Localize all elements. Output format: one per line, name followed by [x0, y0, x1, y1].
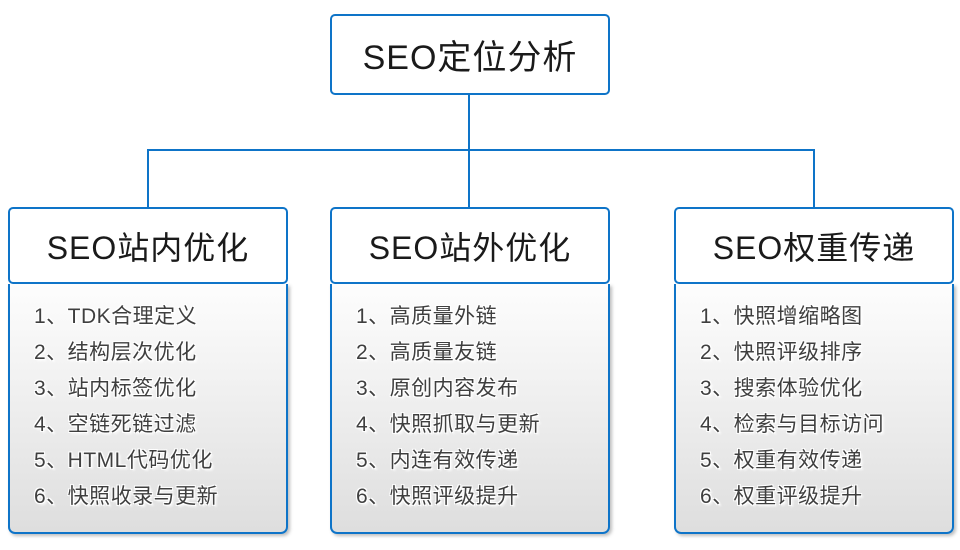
branch-item: 1、TDK合理定义	[34, 305, 198, 328]
branch-item: 4、快照抓取与更新	[356, 413, 541, 436]
branch-item: 3、搜索体验优化	[700, 377, 863, 400]
branch-onsite-list: 1、TDK合理定义 2、结构层次优化 3、站内标签优化 4、空链死链过滤 5、H…	[8, 284, 288, 534]
branch-item: 6、权重评级提升	[700, 485, 863, 508]
branch-onsite-header: SEO站内优化	[8, 207, 288, 284]
branch-offsite-list: 1、高质量外链 2、高质量友链 3、原创内容发布 4、快照抓取与更新 5、内连有…	[330, 284, 610, 534]
branch-item: 4、空链死链过滤	[34, 413, 197, 436]
branch-item: 1、高质量外链	[356, 305, 498, 328]
branch-offsite-title: SEO站外优化	[368, 229, 572, 266]
root-node-title: SEO定位分析	[362, 39, 578, 77]
root-node: SEO定位分析	[330, 14, 610, 95]
branch-onsite-title: SEO站内优化	[46, 229, 250, 266]
branch-item: 3、原创内容发布	[356, 377, 519, 400]
branch-weight-list: 1、快照增缩略图 2、快照评级排序 3、搜索体验优化 4、检索与目标访问 5、权…	[674, 284, 954, 534]
connector-cross-line	[147, 149, 815, 151]
branch-item: 3、站内标签优化	[34, 377, 197, 400]
connector-stem-line	[468, 95, 470, 150]
branch-weight-header: SEO权重传递	[674, 207, 954, 284]
branch-offsite-header: SEO站外优化	[330, 207, 610, 284]
branch-item: 2、高质量友链	[356, 341, 498, 364]
branch-item: 4、检索与目标访问	[700, 413, 885, 436]
branch-item: 5、HTML代码优化	[34, 449, 213, 472]
branch-item: 5、权重有效传递	[700, 449, 863, 472]
connector-drop-right-line	[813, 149, 815, 208]
branch-item: 1、快照增缩略图	[700, 305, 863, 328]
branch-item: 2、结构层次优化	[34, 341, 197, 364]
connector-drop-middle-line	[468, 149, 470, 208]
connector-drop-left-line	[147, 149, 149, 208]
branch-weight-title: SEO权重传递	[712, 229, 916, 266]
branch-item: 5、内连有效传递	[356, 449, 519, 472]
branch-item: 6、快照收录与更新	[34, 485, 219, 508]
branch-item: 2、快照评级排序	[700, 341, 863, 364]
branch-item: 6、快照评级提升	[356, 485, 519, 508]
